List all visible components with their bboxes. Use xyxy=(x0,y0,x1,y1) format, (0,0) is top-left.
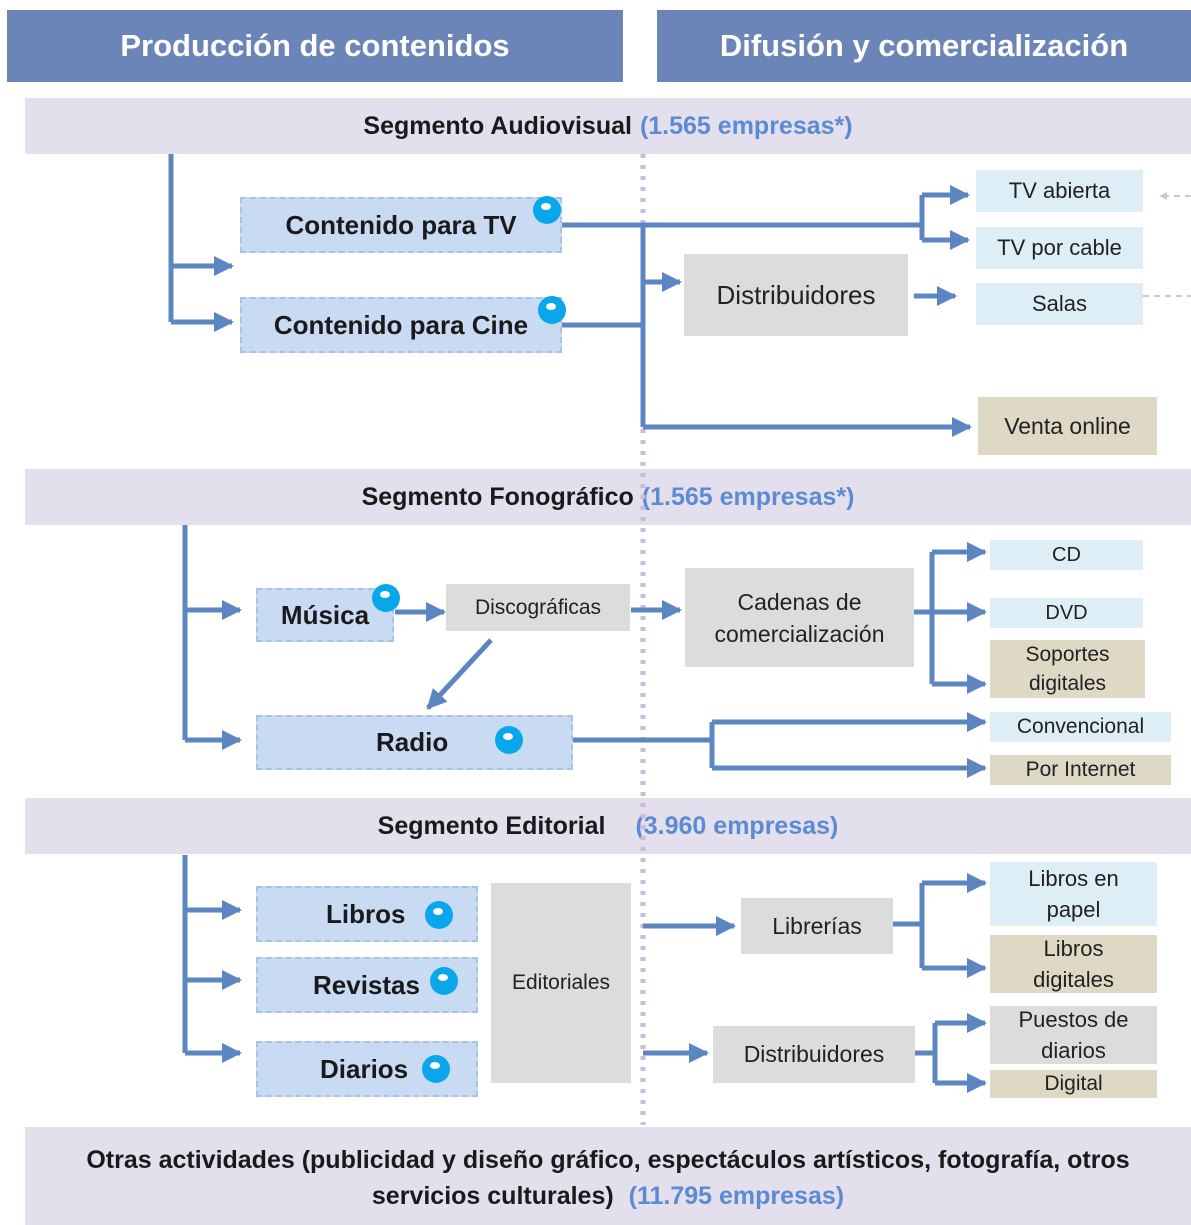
internet-box: Por Internet xyxy=(990,755,1171,785)
other-activities-text: Otras actividades (publicidad y diseño g… xyxy=(86,1146,1130,1210)
online-sales-box: Venta online xyxy=(978,397,1157,455)
digital-box: Digital xyxy=(990,1070,1157,1098)
editorial-title: Segmento Editorial xyxy=(377,811,606,840)
commercial-chains-box: Cadenas de comercialización xyxy=(685,568,914,667)
digital-media-box: Soportes digitales xyxy=(990,640,1145,698)
bubble-icon xyxy=(425,901,453,929)
audiovisual-title: Segmento Audiovisual xyxy=(363,111,632,140)
phonographic-segment-band: Segmento Fonográfico (1.565 empresas*) xyxy=(25,469,1191,525)
editorial-distributors-box: Distribuidores xyxy=(713,1026,915,1083)
bubble-icon xyxy=(495,726,523,754)
tv-cable-box: TV por cable xyxy=(976,227,1143,269)
editorial-count: (3.960 empresas) xyxy=(635,811,839,840)
content-cine-box: Contenido para Cine xyxy=(240,297,562,353)
tv-open-box: TV abierta xyxy=(976,170,1143,212)
audiovisual-segment-band: Segmento Audiovisual (1.565 empresas*) xyxy=(25,98,1191,154)
phonographic-title: Segmento Fonográfico xyxy=(361,482,634,511)
bubble-icon xyxy=(422,1055,450,1083)
bubble-icon xyxy=(430,967,458,995)
other-activities-count: (11.795 empresas) xyxy=(628,1182,845,1210)
dvd-box: DVD xyxy=(990,598,1143,628)
bubble-icon xyxy=(372,584,400,612)
content-tv-box: Contenido para TV xyxy=(240,197,562,253)
salas-box: Salas xyxy=(976,283,1143,325)
books-box: Libros xyxy=(256,886,478,942)
bookstores-box: Librerías xyxy=(741,898,893,954)
other-activities-band: Otras actividades (publicidad y diseño g… xyxy=(25,1127,1191,1225)
newspaper-kiosks-box: Puestos de diarios xyxy=(990,1006,1157,1064)
magazines-box: Revistas xyxy=(256,957,478,1013)
paper-books-box: Libros en papel xyxy=(990,862,1157,926)
phonographic-count: (1.565 empresas*) xyxy=(641,482,855,511)
digital-books-box: Libros digitales xyxy=(990,935,1157,993)
editorial-segment-band: Segmento Editorial (3.960 empresas) xyxy=(25,798,1191,854)
cd-box: CD xyxy=(990,540,1143,570)
conventional-box: Convencional xyxy=(990,712,1171,742)
radio-box: Radio xyxy=(256,715,573,770)
publishers-box: Editoriales xyxy=(491,883,631,1083)
audiovisual-distributors-box: Distribuidores xyxy=(684,254,908,336)
labels-box: Discográficas xyxy=(446,584,630,631)
music-box: Música xyxy=(256,588,394,642)
bubble-icon xyxy=(538,296,566,324)
production-header: Producción de contenidos xyxy=(7,10,623,82)
bubble-icon xyxy=(533,196,561,224)
distribution-header: Difusión y comercialización xyxy=(657,10,1191,82)
audiovisual-count: (1.565 empresas*) xyxy=(639,111,853,140)
